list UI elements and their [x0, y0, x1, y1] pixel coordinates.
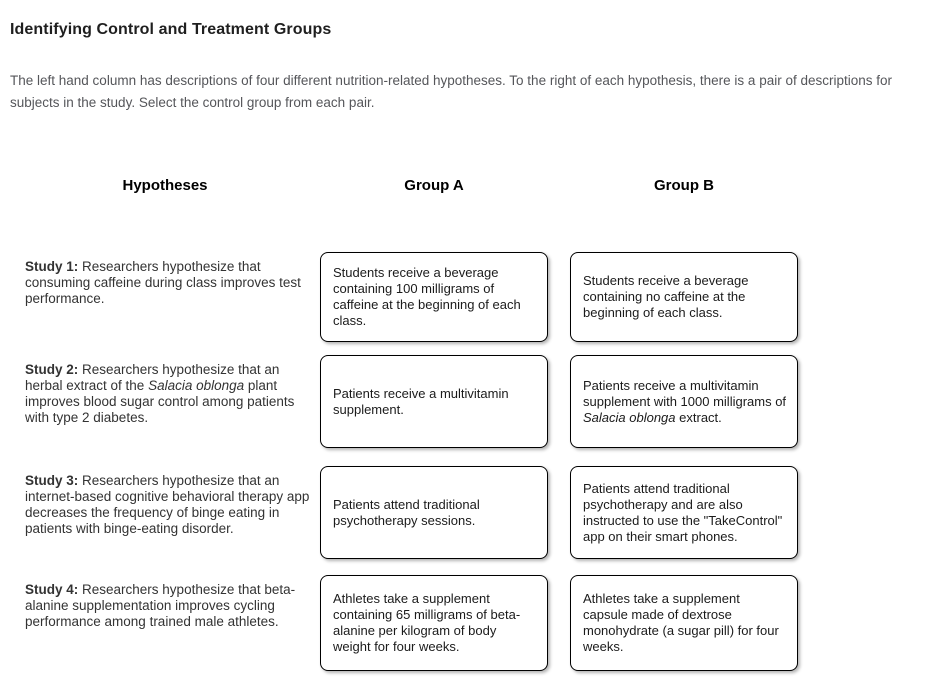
study-4-group-a-text: Athletes take a supplement containing 65… [333, 591, 521, 654]
study-3-group-a-option[interactable]: Patients attend traditional psychotherap… [320, 466, 548, 559]
study-2-hypothesis: Study 2: Researchers hypothesize that an… [25, 362, 295, 425]
study-3-hypothesis: Study 3: Researchers hypothesize that an… [25, 473, 310, 536]
column-header-hypotheses: Hypotheses [122, 177, 208, 194]
page-title: Identifying Control and Treatment Groups [10, 21, 332, 38]
study-1-group-b-option[interactable]: Students receive a beverage containing n… [570, 252, 798, 342]
study-3-group-b-option[interactable]: Patients attend traditional psychotherap… [570, 466, 798, 559]
column-header-group-b: Group B [654, 177, 714, 194]
study-row-4: Study 4: Researchers hypothesize that be… [10, 575, 945, 671]
study-row-3: Study 3: Researchers hypothesize that an… [10, 466, 945, 559]
column-header-group-a: Group A [404, 177, 464, 194]
study-3-group-a-text: Patients attend traditional psychotherap… [333, 496, 480, 528]
study-4-group-b-text: Athletes take a supplement capsule made … [583, 591, 779, 654]
study-rows: Study 1: Researchers hypothesize that co… [0, 252, 945, 671]
study-row-2: Study 2: Researchers hypothesize that an… [10, 355, 945, 448]
study-1-group-a-text: Students receive a beverage containing 1… [333, 265, 521, 328]
study-4-hypothesis: Study 4: Researchers hypothesize that be… [25, 582, 296, 629]
study-1-group-a-option[interactable]: Students receive a beverage containing 1… [320, 252, 548, 342]
instructions-text: The left hand column has descriptions of… [10, 73, 893, 110]
column-headers: Hypotheses Group A Group B [10, 177, 945, 195]
study-1-hypothesis: Study 1: Researchers hypothesize that co… [25, 259, 301, 306]
study-row-1: Study 1: Researchers hypothesize that co… [10, 252, 945, 342]
study-3-group-b-text: Patients attend traditional psychotherap… [583, 480, 783, 544]
study-2-group-b-option[interactable]: Patients receive a multivitamin suppleme… [570, 355, 798, 448]
study-4-group-b-option[interactable]: Athletes take a supplement capsule made … [570, 575, 798, 671]
study-1-group-b-text: Students receive a beverage containing n… [583, 273, 749, 320]
study-2-group-b-text: Patients receive a multivitamin suppleme… [583, 377, 787, 425]
study-2-group-a-text: Patients receive a multivitamin suppleme… [333, 385, 509, 417]
study-2-group-a-option[interactable]: Patients receive a multivitamin suppleme… [320, 355, 548, 448]
study-4-group-a-option[interactable]: Athletes take a supplement containing 65… [320, 575, 548, 671]
